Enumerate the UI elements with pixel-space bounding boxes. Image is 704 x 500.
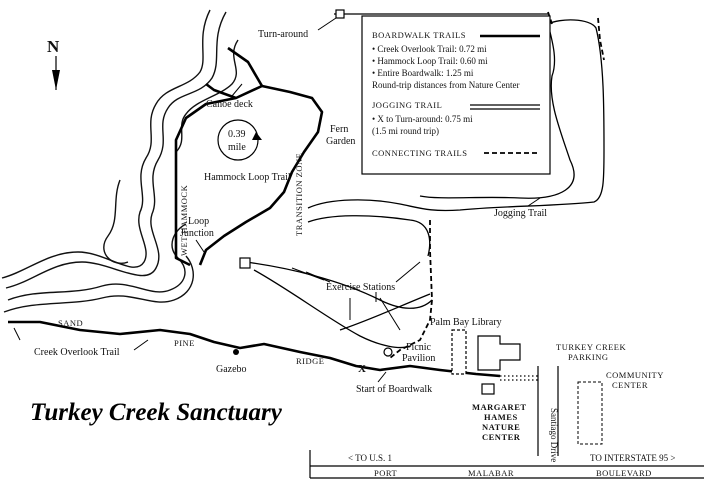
label-sand: SAND — [58, 318, 83, 328]
label-santiago-drive: Santiago Drive — [549, 408, 559, 462]
label-port: PORT — [374, 468, 398, 478]
label-canoe-deck: Canoe deck — [206, 99, 253, 110]
legend-item-hammock-loop: • Hammock Loop Trail: 0.60 mi — [372, 56, 488, 66]
label-fern: Fern — [330, 124, 348, 135]
label-gazebo: Gazebo — [216, 364, 247, 375]
label-start-boardwalk: Start of Boardwalk — [356, 384, 432, 395]
exercise-station-marker — [239, 257, 251, 269]
label-to-i95: TO INTERSTATE 95 > — [590, 453, 675, 463]
label-pavilion: Pavilion — [402, 353, 435, 364]
santiago-drive-road — [500, 366, 559, 456]
north-arrow-icon: N — [47, 37, 60, 90]
malabar-road — [309, 450, 704, 479]
legend-connecting-heading: CONNECTING TRAILS — [372, 148, 467, 158]
label-exercise-stations: Exercise Stations — [326, 282, 395, 293]
legend-boardwalk-note: Round-trip distances from Nature Center — [372, 80, 519, 90]
map-title: Turkey Creek Sanctuary — [30, 399, 283, 426]
legend-jogging-note: (1.5 mi round trip) — [372, 126, 439, 136]
exercise-arrows — [291, 261, 421, 331]
gazebo-icon — [233, 349, 239, 355]
label-loop-distance: 0.39 — [228, 129, 246, 140]
legend-boardwalk-heading: BOARDWALK TRAILS — [372, 30, 466, 40]
community-center-building — [577, 381, 603, 445]
exercise-loop — [239, 9, 433, 349]
label-center: CENTER — [612, 380, 648, 390]
label-library: Palm Bay Library — [430, 317, 502, 328]
turkey-creek-river — [1, 9, 239, 313]
parking-structure — [477, 335, 521, 371]
library-building — [451, 329, 467, 375]
label-turnaround: Turn-around — [258, 29, 308, 40]
label-x-mark: X — [358, 363, 366, 375]
label-nature-center: CENTER — [482, 432, 521, 442]
label-wet-hammock: WET HAMMOCK — [179, 184, 189, 256]
nature-center-building — [481, 383, 495, 395]
label-loop: Loop — [188, 216, 209, 227]
label-hames: HAMES — [484, 412, 518, 422]
legend: BOARDWALK TRAILS • Creek Overlook Trail:… — [361, 15, 551, 175]
label-picnic: Picnic — [406, 342, 432, 353]
connecting-trails — [389, 11, 605, 359]
label-community: COMMUNITY — [606, 370, 664, 380]
label-parking-1: TURKEY CREEK — [556, 342, 627, 352]
label-nature: NATURE — [482, 422, 520, 432]
label-ridge: RIDGE — [296, 356, 324, 366]
distance-loop-icon: 0.39 mile — [217, 119, 262, 161]
label-transition-zone: TRANSITION ZONE — [294, 153, 304, 236]
label-garden: Garden — [326, 136, 355, 147]
legend-item-jogging: • X to Turn-around: 0.75 mi — [372, 114, 473, 124]
legend-jogging-heading: JOGGING TRAIL — [372, 100, 442, 110]
label-jogging-trail: Jogging Trail — [494, 208, 547, 219]
legend-item-creek-overlook: • Creek Overlook Trail: 0.72 mi — [372, 44, 487, 54]
label-hammock-loop: Hammock Loop Trail — [204, 172, 291, 183]
label-margaret: MARGARET — [472, 402, 527, 412]
turnaround-marker — [335, 9, 345, 19]
picnic-pavilion-icon — [383, 347, 393, 357]
north-label: N — [47, 37, 60, 56]
label-parking-2: PARKING — [568, 352, 609, 362]
label-junction: Junction — [180, 228, 214, 239]
label-boulevard: BOULEVARD — [596, 468, 652, 478]
label-loop-unit: mile — [228, 142, 246, 153]
label-malabar: MALABAR — [468, 468, 514, 478]
label-creek-overlook: Creek Overlook Trail — [34, 347, 120, 358]
label-to-us1: < TO U.S. 1 — [348, 453, 392, 463]
boardwalk-trail — [8, 46, 501, 378]
legend-item-entire-boardwalk: • Entire Boardwalk: 1.25 mi — [372, 68, 474, 78]
label-pine: PINE — [174, 338, 195, 348]
